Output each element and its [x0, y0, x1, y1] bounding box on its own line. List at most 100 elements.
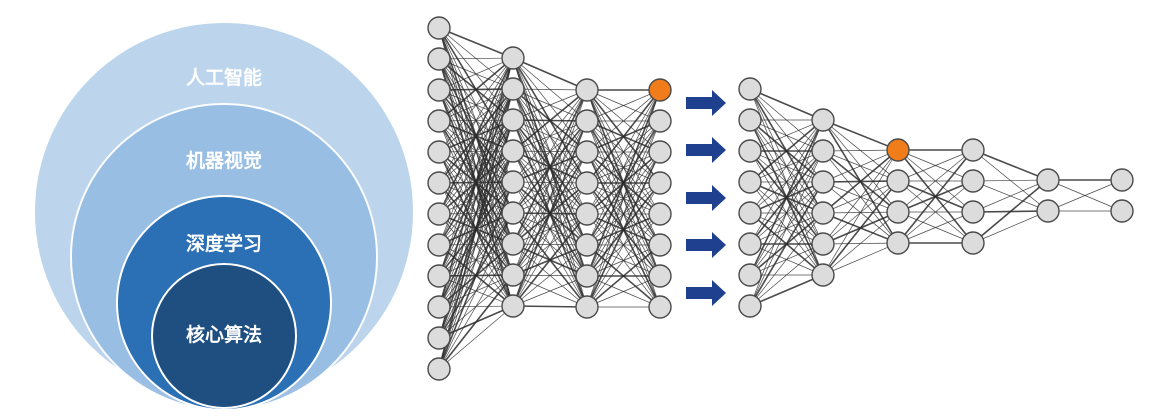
right-arrow-icon: [686, 185, 726, 211]
network-edge: [586, 213, 661, 308]
ring-label-machine-vision: 机器视觉: [186, 149, 262, 172]
network-edge: [512, 57, 588, 91]
neuron-node: [501, 46, 525, 70]
neuron-node: [811, 232, 835, 256]
network-edge: [749, 243, 824, 307]
network-nodes: [427, 16, 672, 381]
neuron-node: [501, 77, 525, 101]
ring-core-algorithm: [151, 263, 297, 409]
network-edge: [749, 119, 824, 183]
network-edge: [438, 57, 514, 153]
neuron-node: [648, 171, 672, 195]
network-edge: [822, 149, 899, 214]
network-edge: [749, 119, 824, 307]
neuron-node: [1036, 199, 1060, 223]
network-edge: [822, 149, 899, 276]
network-edge: [822, 211, 899, 276]
network-edge: [897, 180, 974, 244]
network-edge: [438, 57, 514, 308]
neuron-node: [738, 201, 762, 225]
network-edge: [438, 57, 514, 60]
neuron-node: [427, 47, 451, 71]
neuron-node: [1110, 199, 1134, 223]
network-edge: [972, 179, 1049, 182]
neuron-node: [427, 171, 451, 195]
network-edge: [512, 89, 588, 307]
neuron-node: [738, 170, 762, 194]
network-edge: [438, 57, 514, 215]
network-edge: [749, 119, 824, 214]
right-arrow-icon: [686, 90, 726, 116]
neuron-node: [738, 263, 762, 287]
neuron-node: [501, 232, 525, 256]
network-edge: [438, 243, 514, 370]
network-edge: [586, 89, 661, 122]
network-edge: [586, 182, 661, 308]
network-edge: [438, 119, 514, 370]
neuron-node: [575, 264, 599, 288]
neuron-node: [1036, 168, 1060, 192]
network-edge: [512, 213, 588, 307]
network-edge: [749, 274, 824, 307]
neuron-node: [427, 295, 451, 319]
neuron-node: [427, 16, 451, 40]
neuron-node: [575, 109, 599, 133]
network-edge: [822, 149, 899, 183]
nested-circles-diagram: 人工智能 机器视觉 深度学习 核心算法: [33, 21, 415, 411]
network-edge: [586, 244, 661, 308]
network-edge: [749, 119, 824, 152]
network-edge: [972, 179, 1049, 213]
network-edge: [822, 180, 899, 276]
neuron-node: [501, 170, 525, 194]
network-edge: [438, 57, 514, 370]
network-edge: [512, 305, 588, 308]
network-edge: [438, 88, 514, 370]
network-edge: [822, 119, 899, 151]
network-edge: [512, 89, 588, 214]
network-edge: [972, 210, 1049, 244]
network-edge: [512, 275, 588, 307]
neuron-node: [738, 77, 762, 101]
network-edge: [897, 149, 974, 213]
neuron-node: [886, 169, 910, 193]
neuron-node: [738, 108, 762, 132]
network-edge: [512, 89, 588, 152]
neuron-node: [427, 140, 451, 164]
neuron-node: [648, 264, 672, 288]
neuron-node: [961, 231, 985, 255]
neuron-node: [501, 263, 525, 287]
neuron-node: [501, 294, 525, 318]
neuron-node: [575, 233, 599, 257]
network-edge: [749, 119, 824, 245]
neural-network-original: [427, 16, 672, 381]
neuron-node: [575, 295, 599, 319]
neuron-node: [738, 232, 762, 256]
neuron-node: [427, 202, 451, 226]
neuron-node: [427, 78, 451, 102]
neuron-node: [886, 231, 910, 255]
network-edge: [512, 182, 588, 307]
network-edge: [512, 88, 588, 91]
network-edge: [822, 149, 899, 245]
network-edge: [512, 151, 588, 307]
network-edge: [512, 120, 588, 307]
network-edge: [586, 89, 661, 277]
network-edge: [438, 57, 514, 277]
pruning-arrows: [686, 90, 726, 306]
neuron-node: [648, 140, 672, 164]
network-edge: [822, 149, 899, 152]
neuron-node: [811, 263, 835, 287]
network-edge: [512, 89, 588, 276]
neuron-node: [427, 233, 451, 257]
network-edge: [438, 305, 514, 370]
neuron-node: [811, 201, 835, 225]
network-edge: [749, 181, 824, 307]
network-edge: [438, 57, 514, 184]
neuron-node: [501, 201, 525, 225]
neuron-node: [427, 326, 451, 350]
neuron-node: [427, 357, 451, 381]
network-edge: [749, 212, 824, 307]
neuron-node: [648, 109, 672, 133]
network-edge: [897, 149, 974, 182]
